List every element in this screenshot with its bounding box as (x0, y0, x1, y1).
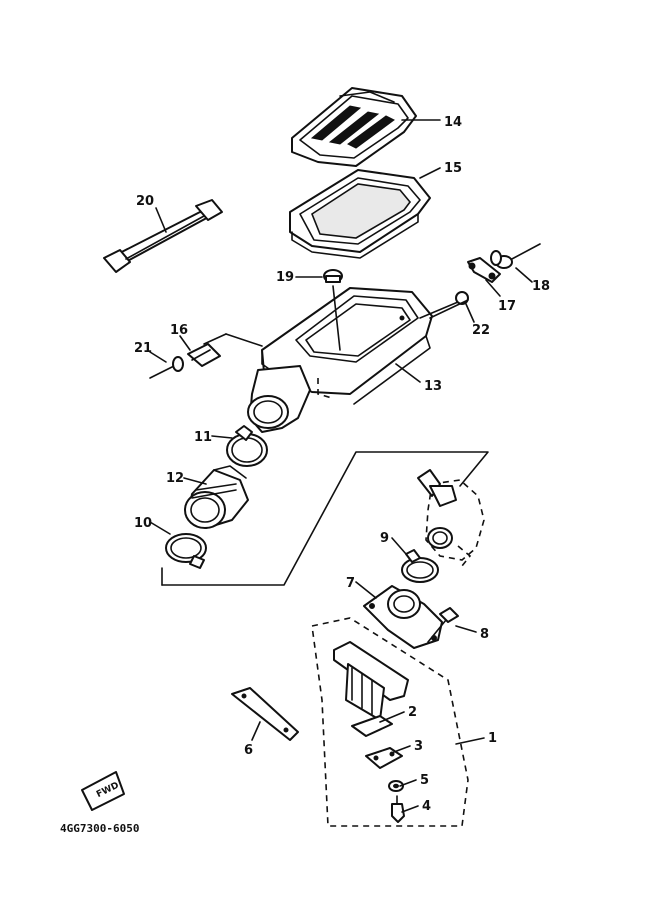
part-3-reed-stopper (365, 747, 403, 769)
part-10-hose-clamp (165, 533, 207, 569)
part-8-bolt (427, 607, 459, 643)
part-19-grommet (323, 269, 343, 351)
callout-18: 18 (532, 279, 550, 294)
assembly-outline (161, 451, 489, 586)
part-9-hose-clamp (401, 549, 439, 583)
diagram-code: 4GG7300-6050 (60, 822, 139, 835)
leader-line (225, 333, 263, 347)
reed-valve-body (333, 641, 409, 721)
part-4-screw (391, 795, 405, 823)
fwd-arrow-icon (81, 771, 125, 811)
part-7-carburetor-joint (363, 585, 443, 649)
callout-1: 1 (488, 731, 497, 746)
callout-3: 3 (414, 739, 423, 754)
callout-9: 9 (380, 531, 389, 546)
part-21-rivet (149, 356, 184, 379)
part-13-air-filter-case (247, 287, 433, 433)
part-17-bracket (467, 257, 501, 283)
callout-7: 7 (346, 576, 355, 591)
callout-17: 17 (498, 299, 516, 314)
callout-15: 15 (444, 161, 462, 176)
part-20-band-strap (103, 199, 223, 273)
callout-11: 11 (194, 430, 212, 445)
callout-22: 22 (472, 323, 490, 338)
part-16-clip (187, 343, 221, 367)
callout-6: 6 (244, 743, 253, 758)
reed-valve-assembly-outline (311, 617, 469, 827)
part-15-filter-element (289, 169, 431, 259)
callout-10: 10 (134, 516, 152, 531)
callout-5: 5 (420, 773, 429, 788)
callout-14: 14 (444, 115, 462, 130)
part-14-air-filter-cap (291, 87, 417, 167)
part-6-gasket (231, 687, 299, 741)
callout-20: 20 (136, 194, 154, 209)
callout-19: 19 (276, 270, 294, 285)
callout-8: 8 (480, 627, 489, 642)
callout-21: 21 (134, 341, 152, 356)
callout-labels: 14 15 20 19 18 17 22 16 21 13 11 12 10 9… (134, 115, 550, 814)
part-11-hose-clamp (226, 425, 268, 467)
callout-16: 16 (170, 323, 188, 338)
callout-13: 13 (424, 379, 442, 394)
leader-line (203, 333, 227, 345)
part-5-washer (388, 780, 404, 792)
callout-12: 12 (166, 471, 184, 486)
callout-leaders (149, 119, 533, 813)
leader-line (429, 299, 469, 319)
part-12-joint (184, 465, 249, 529)
callout-4: 4 (422, 799, 431, 814)
part-18-screw (490, 243, 541, 269)
callout-2: 2 (408, 705, 417, 720)
carburetor-reference (417, 469, 485, 567)
